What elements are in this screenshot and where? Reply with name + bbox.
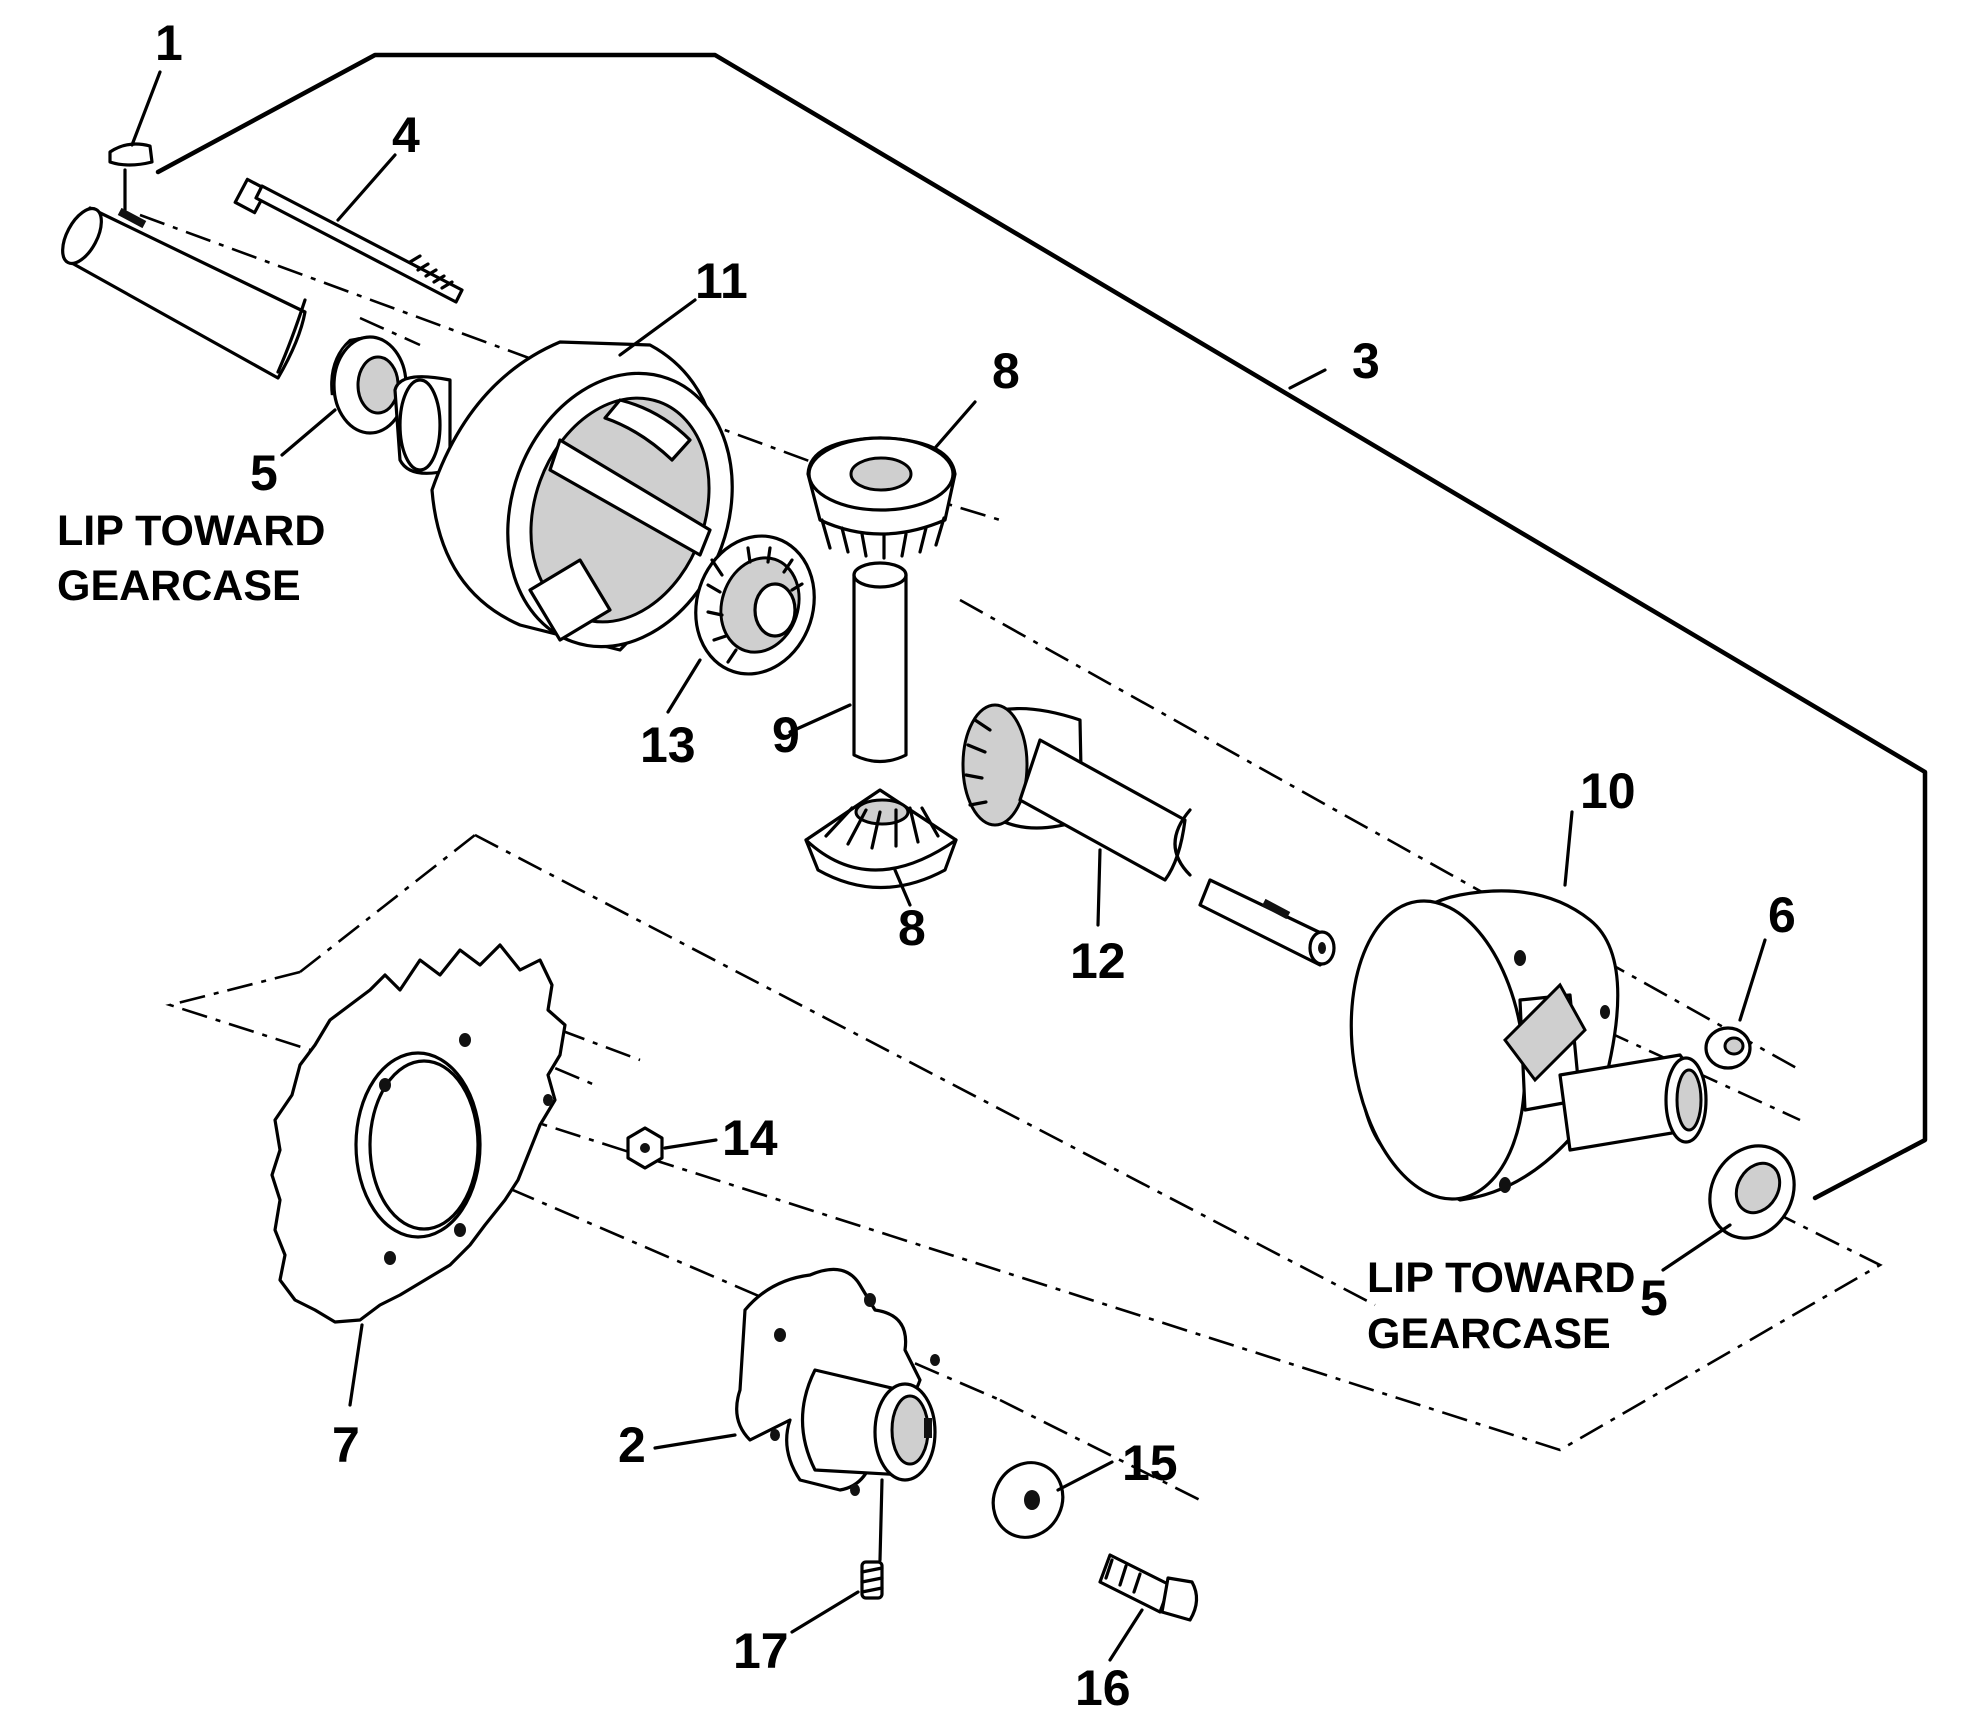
callout-9: 9 <box>772 707 800 763</box>
note-left-line1: LIP TOWARD <box>57 507 325 555</box>
callout-8-upper: 8 <box>992 343 1020 399</box>
part-11-housing <box>393 340 734 652</box>
callout-13: 13 <box>640 717 696 773</box>
callout-8-lower: 8 <box>898 900 926 956</box>
part-5-seal-left <box>330 335 408 435</box>
part-8-pinion-upper <box>806 436 957 560</box>
part-9-cross-pin <box>852 561 908 764</box>
axle-shaft-left <box>61 206 307 380</box>
callout-6: 6 <box>1768 887 1796 943</box>
callout-12: 12 <box>1070 933 1126 989</box>
note-right-line1: LIP TOWARD <box>1367 1254 1635 1302</box>
part-8-pinion-lower <box>804 788 958 890</box>
note-left-line2: GEARCASE <box>57 562 301 610</box>
callout-5-left: 5 <box>250 445 278 501</box>
part-6-nut <box>1704 1026 1752 1070</box>
callout-11: 11 <box>695 253 748 309</box>
part-13-bevel-gear <box>694 534 816 676</box>
part-2-hub <box>735 1267 940 1496</box>
part-14-nut <box>626 1126 664 1170</box>
part-10-housing-right <box>1349 889 1708 1202</box>
callout-16: 16 <box>1075 1660 1131 1712</box>
hub-group-bracket <box>165 833 1883 1452</box>
callout-4: 4 <box>392 107 420 163</box>
callout-14: 14 <box>722 1110 778 1166</box>
part-4-bolt <box>233 177 464 304</box>
leader-lines <box>130 70 1767 1662</box>
part-1-key <box>108 142 154 212</box>
callout-15: 15 <box>1122 1435 1178 1491</box>
callout-17: 17 <box>733 1623 789 1679</box>
callout-2: 2 <box>618 1417 646 1473</box>
note-right-line2: GEARCASE <box>1367 1310 1611 1358</box>
callout-1: 1 <box>155 15 183 71</box>
callout-7: 7 <box>332 1417 360 1473</box>
part-15-washer <box>991 1461 1065 1539</box>
callout-3: 3 <box>1352 333 1380 389</box>
part-16-bolt <box>1098 1553 1199 1622</box>
part-7-sprocket <box>270 943 567 1324</box>
part-5-seal-right <box>1708 1144 1796 1240</box>
notes: LIP TOWARD GEARCASE LIP TOWARD GEARCASE <box>57 507 1635 1358</box>
assembly-bracket-3 <box>155 52 1928 1201</box>
callout-10: 10 <box>1580 763 1636 819</box>
part-17-setscrew <box>860 1560 884 1600</box>
callout-labels: 1 4 11 3 8 5 13 9 10 6 8 12 14 5 7 2 15 … <box>155 15 1796 1712</box>
callout-5-right: 5 <box>1640 1270 1668 1326</box>
part-12-gear-shaft <box>961 703 1336 967</box>
